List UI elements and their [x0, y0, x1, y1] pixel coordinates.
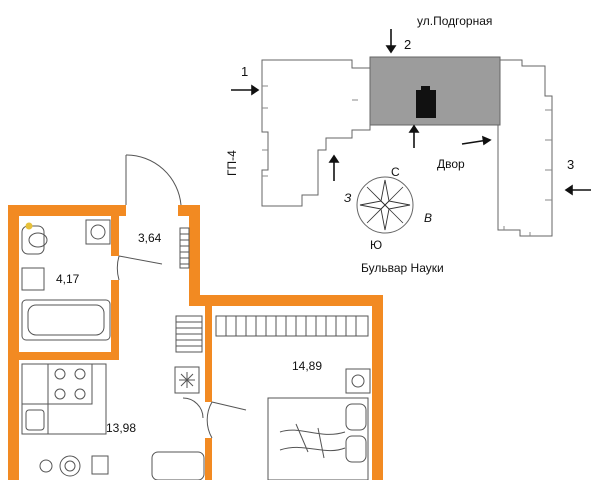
bed: [267, 397, 369, 480]
building-left-wing: [261, 59, 371, 207]
compass-south-label: Ю: [370, 238, 382, 252]
bathroom-fixtures: [21, 219, 111, 341]
building-code-label: ГП-4: [225, 150, 239, 176]
entrance-1-label: 1: [241, 64, 248, 79]
compass-rose: [356, 176, 414, 234]
bathroom-area-label: 4,17: [56, 272, 80, 286]
toilet: [21, 225, 45, 255]
bathtub: [21, 299, 111, 341]
stove: [47, 363, 93, 405]
kitchen-area-label: 13,98: [106, 421, 136, 435]
hallway-area-label: 3,64: [138, 231, 162, 245]
entrance-arrows: [231, 29, 591, 196]
compass-west-label: З: [344, 191, 352, 205]
street-bottom-label: Бульвар Науки: [361, 261, 444, 275]
entry-door: [125, 154, 182, 206]
ventilation-shaft: [174, 366, 200, 394]
apartment-marker-top: [421, 86, 430, 92]
building-right-wing: [497, 59, 553, 237]
floor-plan: 3,64 4,17 14,89 13,98: [8, 154, 383, 480]
kitchen-fixtures: [21, 363, 205, 480]
entrance-3-label: 3: [567, 157, 574, 172]
compass-north-label: С: [391, 165, 400, 179]
kitchen-counter: [21, 363, 107, 435]
water-heater-icon: [25, 222, 33, 230]
courtyard-label: Двор: [437, 157, 465, 171]
facade-details: [262, 85, 552, 236]
street-top-label: ул.Подгорная: [417, 14, 492, 28]
compass-east-label: В: [424, 211, 432, 225]
living-room-area-label: 14,89: [292, 359, 322, 373]
washing-machine: [85, 219, 111, 245]
nightstand: [345, 368, 371, 394]
site-plan: [261, 56, 553, 237]
living-room-furniture: [267, 368, 371, 480]
walls: [8, 205, 383, 480]
interior-doors: [116, 255, 247, 439]
apartment-marker: [416, 90, 436, 118]
sink: [21, 267, 45, 291]
radiators: [175, 227, 369, 353]
armchair: [151, 451, 205, 480]
entrance-2-label: 2: [404, 37, 411, 52]
